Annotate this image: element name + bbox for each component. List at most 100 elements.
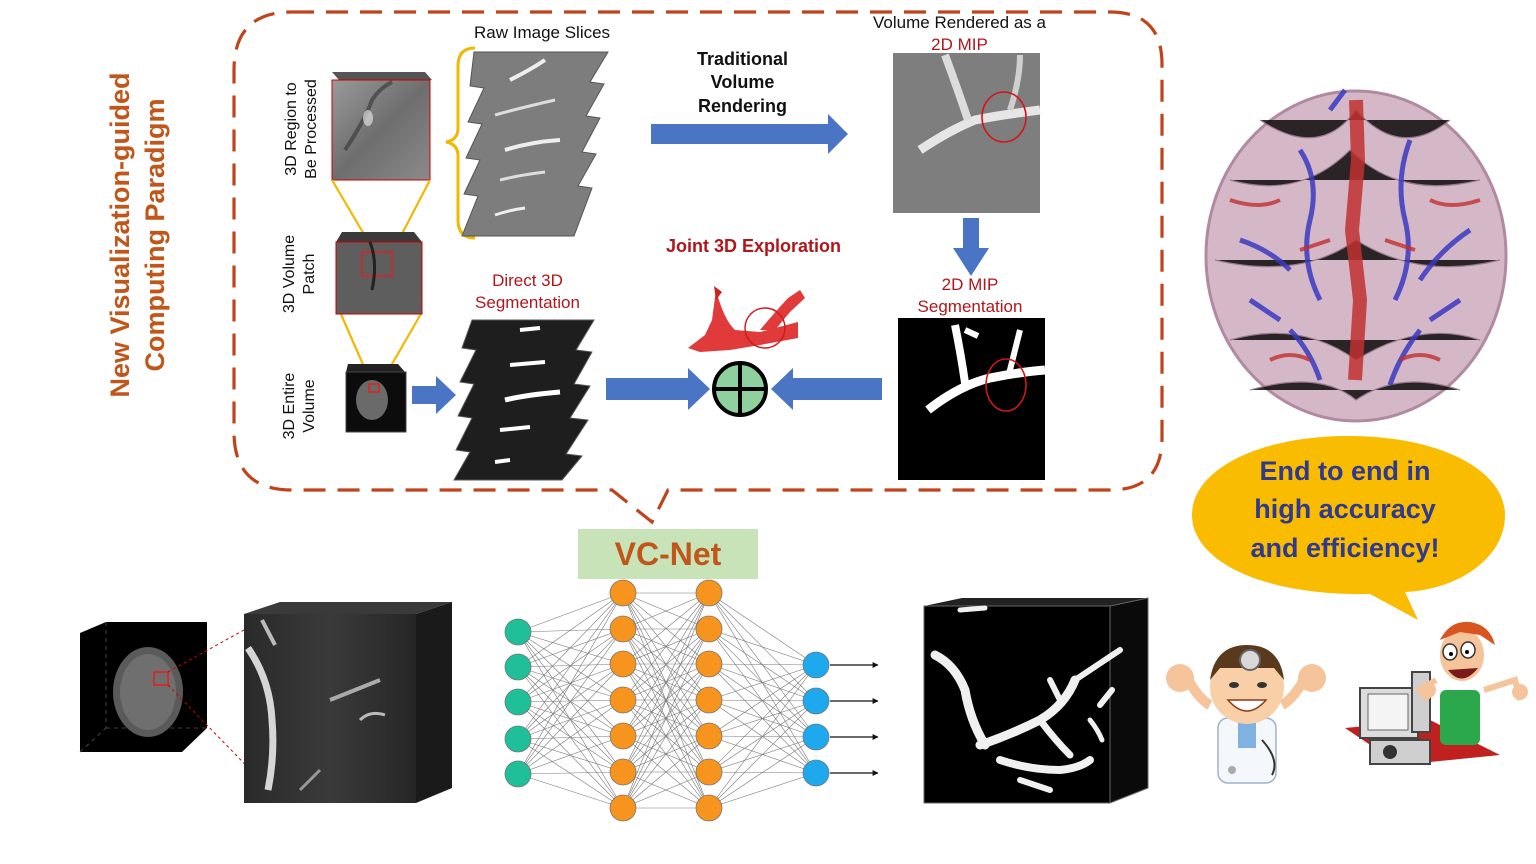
- nn-hidden-node: [609, 579, 637, 607]
- nn-input-node: [504, 688, 532, 716]
- nn-edge: [517, 771, 624, 775]
- paradigm-label: New Visualization-guided Computing Parad…: [103, 65, 177, 405]
- nn-edge: [517, 738, 624, 773]
- nn-edge: [622, 735, 710, 809]
- nn-edge: [517, 773, 624, 809]
- joint-3d-vessel-render: [688, 286, 805, 352]
- patch-line-1: 3D Volume: [281, 234, 298, 314]
- nn-edge: [517, 592, 624, 668]
- raw-image-slices: [461, 51, 609, 237]
- nn-hidden-node: [695, 758, 723, 786]
- nn-edge: [708, 736, 817, 809]
- volume-rendered-label: Volume Rendered as a 2D MIP: [862, 12, 1057, 56]
- direct-seg-slices: [453, 319, 595, 481]
- nn-edge: [622, 663, 710, 809]
- 2d-mip-seg-image: [898, 318, 1046, 480]
- region-line-1: 3D Region to: [283, 82, 300, 176]
- arrow-volume-to-direct-seg: [412, 376, 456, 414]
- nn-input-node: [504, 725, 532, 753]
- nn-hidden-node: [609, 686, 637, 714]
- traditional-rendering-label: Traditional Volume Rendering: [660, 48, 825, 118]
- entire-label: 3D Entire Volume: [280, 361, 322, 451]
- nn-edge: [622, 592, 710, 737]
- patch-line-2: Patch: [301, 253, 318, 295]
- traditional-line-1: Traditional: [696, 49, 788, 69]
- nn-edge: [622, 699, 710, 809]
- nn-hidden-node: [695, 722, 723, 750]
- nn-edge: [708, 772, 817, 809]
- zoomed-patch-box: [244, 602, 452, 803]
- nn-input-node: [504, 653, 532, 681]
- nn-edge: [517, 735, 624, 740]
- nn-nodes: [504, 579, 830, 822]
- nn-output-node: [802, 651, 830, 679]
- nn-edge: [708, 700, 817, 809]
- nn-hidden-node: [695, 650, 723, 678]
- joint-exploration-label: Joint 3D Exploration: [666, 236, 842, 256]
- arrow-mip-seg-to-combine: [771, 368, 882, 410]
- mip-seg-label: 2D MIP Segmentation: [900, 274, 1040, 318]
- bubble-line-2: high accuracy: [1254, 494, 1436, 525]
- direct-seg-line-2: Segmentation: [475, 293, 580, 313]
- brain-vessel-render: [1204, 88, 1508, 423]
- nn-edge: [622, 771, 710, 809]
- nn-edge: [517, 592, 624, 633]
- traditional-line-2: Volume: [710, 72, 775, 93]
- happy-user-computer-icon: [1345, 621, 1528, 765]
- nn-output-node: [802, 759, 830, 787]
- nn-input-node: [504, 618, 532, 646]
- paradigm-dashed-border: [232, 10, 1164, 525]
- 2d-mip-image: [893, 53, 1041, 213]
- nn-edge: [517, 699, 624, 775]
- 3d-entire-volume: [345, 364, 407, 433]
- direct-seg-label: Direct 3D Segmentation: [460, 270, 595, 314]
- arrow-direct-seg-to-combine: [606, 368, 710, 410]
- doctor-icon: [1166, 645, 1326, 784]
- nn-edge: [622, 592, 710, 773]
- 3d-region-cube: [331, 72, 432, 181]
- arrow-mip-to-seg: [953, 218, 989, 276]
- nn-edge: [622, 592, 710, 701]
- bubble-line-3: and efficiency!: [1250, 532, 1440, 563]
- nn-hidden-node: [609, 722, 637, 750]
- entire-line-1: 3D Entire: [281, 372, 298, 440]
- nn-hidden-node: [609, 615, 637, 643]
- nn-edge: [517, 592, 624, 775]
- nn-edge: [517, 592, 624, 740]
- nn-output-node: [802, 687, 830, 715]
- traditional-line-3: Rendering: [697, 95, 787, 116]
- nn-edge: [708, 592, 817, 666]
- nn-hidden-node: [695, 579, 723, 607]
- bubble-line-1: End to end in: [1259, 456, 1431, 486]
- nn-edge: [708, 664, 817, 701]
- direct-seg-line-1: Direct 3D: [492, 271, 563, 290]
- vcnet-title: VC-Net: [578, 529, 758, 579]
- nn-edge: [517, 735, 624, 775]
- paradigm-line-2: Computing Paradigm: [140, 98, 171, 372]
- nn-connections: [517, 592, 817, 809]
- input-volume-box: [79, 622, 207, 753]
- speech-bubble: [1192, 436, 1505, 620]
- nn-edge: [517, 663, 624, 775]
- nn-output-node: [802, 723, 830, 751]
- mip-2d-line: 2D MIP: [931, 35, 988, 55]
- mip-seg-line-2: Segmentation: [917, 297, 1023, 317]
- nn-hidden-node: [609, 650, 637, 678]
- nn-edge: [622, 592, 710, 809]
- arrow-traditional-rendering: [651, 114, 848, 154]
- nn-edge: [517, 738, 624, 809]
- region-label: 3D Region to Be Processed: [282, 69, 324, 189]
- nn-edge: [517, 699, 624, 740]
- nn-input-node: [504, 760, 532, 788]
- nn-edge: [708, 628, 817, 666]
- mip-seg-line-1: 2D MIP: [941, 275, 999, 294]
- nn-edge: [708, 664, 817, 809]
- nn-output-arrows: [830, 662, 879, 776]
- nn-edge: [622, 592, 710, 665]
- nn-hidden-node: [609, 758, 637, 786]
- nn-hidden-node: [695, 615, 723, 643]
- nn-hidden-node: [695, 686, 723, 714]
- nn-edge: [517, 631, 624, 809]
- region-line-2: Be Processed: [303, 79, 320, 179]
- nn-hidden-node: [695, 794, 723, 822]
